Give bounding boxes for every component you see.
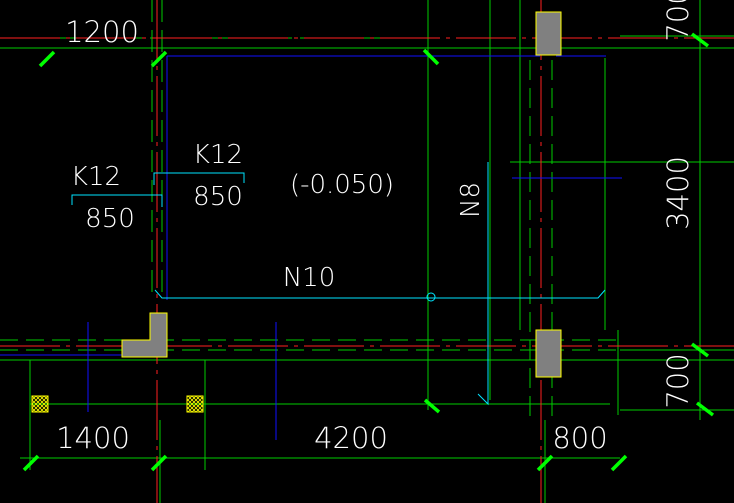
- beam-bracket-mid: [153, 172, 245, 185]
- pile-mid: [186, 395, 204, 413]
- dim-right-3400: 3400: [661, 156, 695, 230]
- beam-label-mid: K12: [193, 140, 243, 170]
- column-bottom-right: [535, 329, 562, 378]
- dim-top-1200: 1200: [65, 15, 139, 49]
- outline-lines: [0, 55, 622, 440]
- dimension-ticks: [22, 32, 715, 472]
- beam-value-left: 850: [85, 204, 135, 234]
- rebar-label-n8: N8: [456, 182, 486, 218]
- columns: [31, 11, 562, 413]
- rebar-node: [426, 292, 436, 302]
- column-top-right: [535, 11, 562, 56]
- rebar-n8: [477, 162, 489, 406]
- beam-value-mid: 850: [193, 182, 243, 212]
- column-left-corner: [121, 312, 168, 358]
- rebar-n10: [154, 289, 606, 299]
- slab-elevation: (-0.050): [290, 170, 394, 200]
- rebar-label-n10: N10: [283, 263, 336, 293]
- dim-bottom-1400: 1400: [56, 421, 130, 455]
- dim-bottom-4200: 4200: [314, 421, 388, 455]
- dim-right-700-bottom: 700: [661, 353, 695, 408]
- beam-bracket-left: [71, 194, 163, 207]
- dim-right-700-top: 700: [661, 0, 695, 42]
- pile-left: [31, 395, 49, 413]
- beam-label-left: K12: [71, 162, 121, 192]
- dim-bottom-800: 800: [552, 421, 607, 455]
- rebar-lines: [71, 162, 606, 406]
